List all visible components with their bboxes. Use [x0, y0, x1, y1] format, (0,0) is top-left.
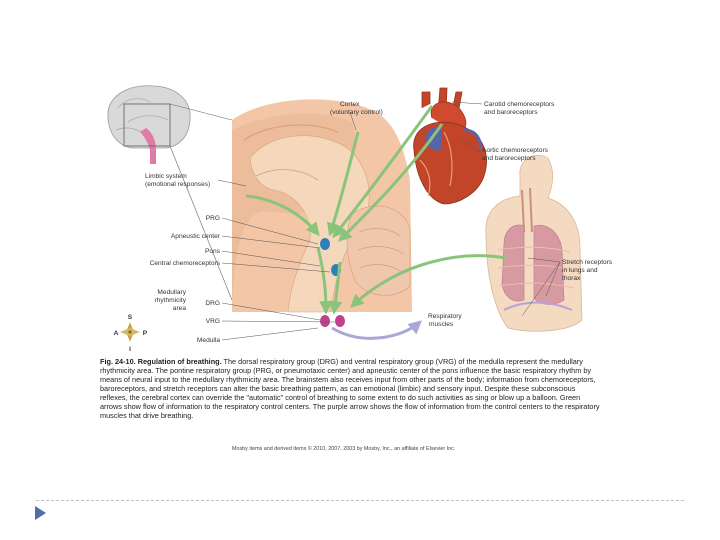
drg-marker — [320, 315, 330, 327]
purple-output-arrow — [332, 322, 420, 338]
slide-bullet-arrow-icon — [35, 506, 46, 520]
aortic-label-line-2: and baroreceptors — [482, 155, 536, 162]
stretch-label-line-1: Stretch receptors — [562, 259, 613, 266]
cortex-label-line-2: (voluntary control) — [330, 109, 383, 116]
pons-center-marker — [320, 238, 330, 250]
copyright-credit: Mosby items and derived items © 2010, 20… — [232, 446, 455, 452]
medulla-label: Medulla — [197, 337, 220, 344]
medullary-label-line-1: Medullary — [157, 289, 186, 296]
compass-p-label: P — [143, 330, 148, 337]
limbic-label-line-2: (emotional responses) — [145, 181, 210, 188]
compass-i-label: I — [129, 346, 131, 353]
torso-lungs-image — [486, 155, 582, 331]
aortic-label-line-1: Aortic chemoreceptors — [482, 147, 549, 154]
vrg-label: VRG — [206, 318, 220, 325]
stretch-label-line-3: thorax — [562, 275, 581, 282]
central-chemoreceptors-label: Central chemoreceptors — [150, 260, 221, 267]
vrg-marker — [335, 315, 345, 327]
apneustic-label: Apneustic center — [171, 233, 221, 240]
pons-label: Pons — [205, 248, 221, 255]
slide-divider — [36, 500, 684, 501]
carotid-label-line-2: and baroreceptors — [484, 109, 538, 116]
brain-inset-image — [108, 86, 232, 300]
compass-a-label: A — [114, 330, 119, 337]
drg-label: DRG — [205, 300, 220, 307]
caption-fig-label: Fig. 24-10. — [100, 357, 136, 366]
limbic-label-line-1: Limbic system — [145, 173, 187, 180]
cortex-label-line-1: Cortex — [340, 101, 360, 108]
carotid-label-line-1: Carotid chemoreceptors — [484, 101, 555, 108]
medullary-label-line-2: rhythmicity — [154, 297, 186, 304]
medullary-label-line-3: area — [173, 305, 187, 312]
stretch-label-line-2: in lungs and — [562, 267, 598, 274]
caption-body: The dorsal respiratory group (DRG) and v… — [100, 357, 600, 420]
figure-caption: Fig. 24-10. Regulation of breathing. The… — [100, 357, 600, 420]
caption-title: Regulation of breathing. — [138, 357, 222, 366]
resp-muscles-label-line-2: muscles — [429, 321, 454, 328]
compass-s-label: S — [128, 314, 133, 321]
compass-rose-icon — [120, 322, 140, 342]
resp-muscles-label-line-1: Respiratory — [428, 313, 462, 320]
prg-label: PRG — [206, 215, 220, 222]
